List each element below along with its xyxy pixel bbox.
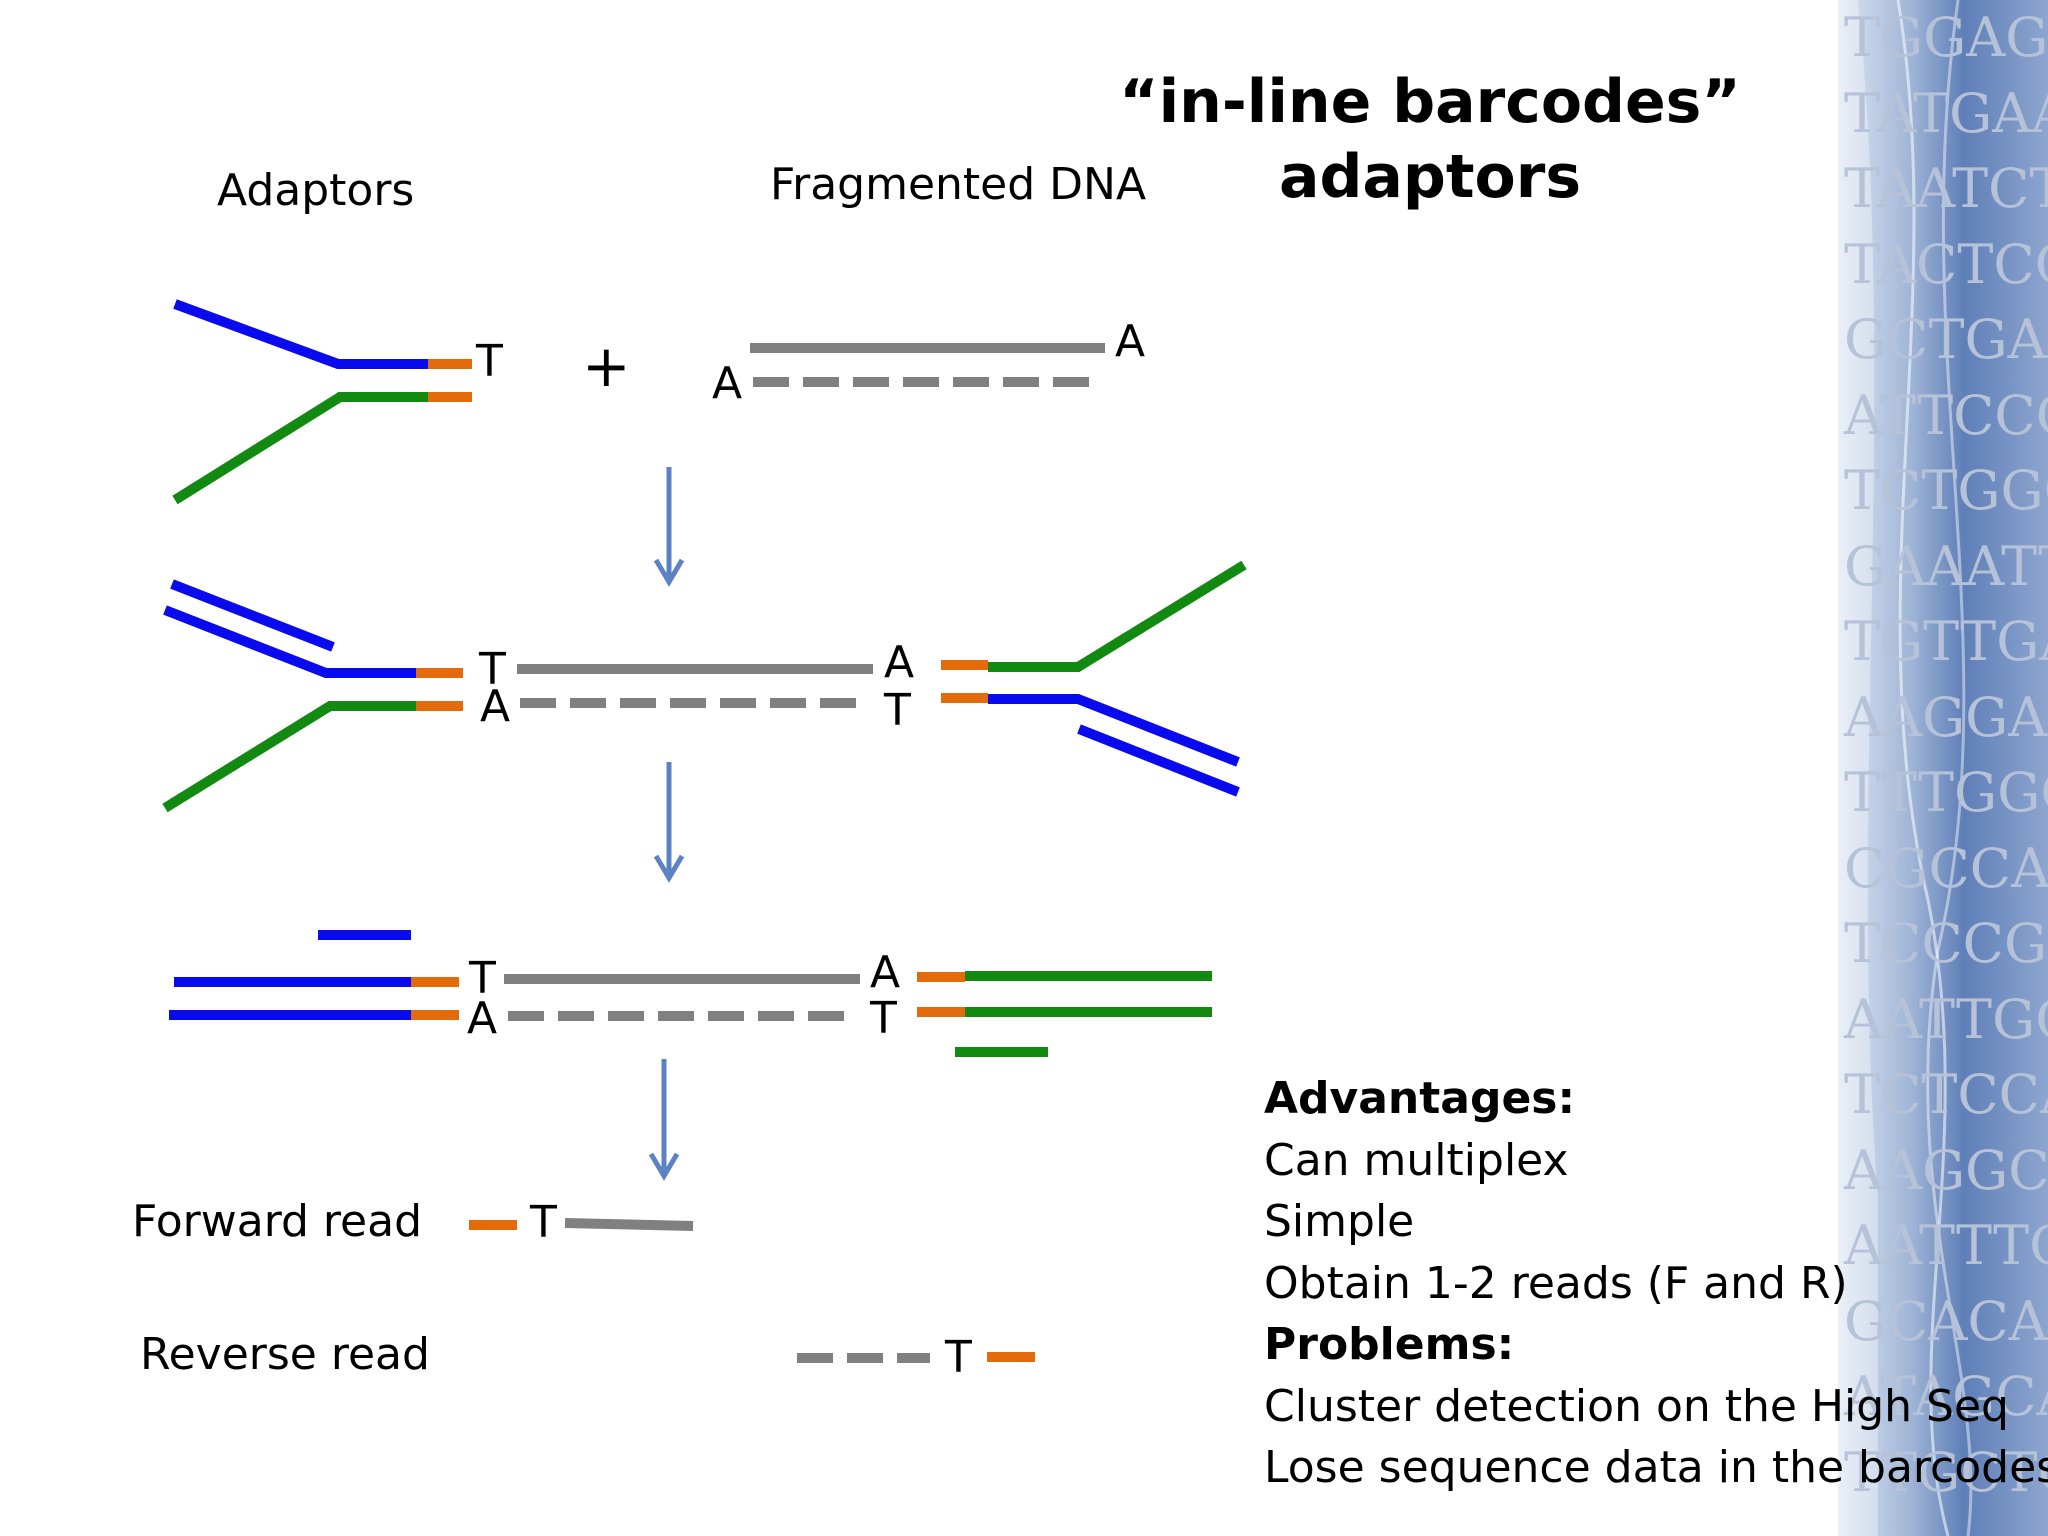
sequence-row: GAAATTA [1844, 534, 2048, 598]
stage1-fragment-a-top: A [1115, 316, 1146, 367]
advantage-item: Obtain 1-2 reads (F and R) [1264, 1257, 1848, 1309]
stage3-left-t: T [469, 953, 496, 1004]
sequence-row: AATTTGA [1844, 1214, 2048, 1277]
sequence-row: ATTCCCCT [1844, 383, 2048, 447]
stage2-left-a: A [480, 681, 511, 732]
stage1-fragment-a-bottom: A [712, 358, 743, 409]
sequence-row: AATTGCA [1844, 987, 2048, 1051]
reverse-read-label: Reverse read [140, 1329, 430, 1380]
sequence-row: AAGGAGA [1844, 685, 2048, 749]
dna-sequence-decoration: TGGAGAT TATGAAGC TAATCTG TACTCCT GCTGAAAG ATT… [1838, 0, 2048, 1536]
advantage-item: Simple [1264, 1196, 1415, 1247]
adaptors-label: Adaptors [217, 165, 415, 216]
sequence-row: TATGAAGC [1844, 81, 2048, 145]
advantages-heading: Advantages: [1264, 1073, 1576, 1124]
stage2-ligated [162, 560, 1247, 813]
stage1-fragment [750, 343, 1105, 387]
title-line-1: “in-line barcodes” [1119, 67, 1741, 137]
stage3-amplified [169, 930, 1212, 1057]
reverse-read-t: T [945, 1332, 972, 1383]
stage2-left-t: T [479, 644, 506, 695]
title-line-2: adaptors [1278, 142, 1582, 212]
problem-item: Cluster detection on the High Seq [1264, 1380, 2009, 1432]
sequence-row: TTGCTGA [1844, 1440, 2048, 1504]
reverse-read-strand [797, 1352, 1035, 1363]
sequence-row: TACTCCT [1844, 232, 2048, 296]
sequence-row: CGCCAGC [1844, 836, 2048, 900]
sequence-letters: TGGAGAT TATGAAGC TAATCTG TACTCCT GCTGAAAG ATT… [1844, 0, 2048, 1510]
sequence-row: AAGGCTG [1844, 1138, 2048, 1202]
forward-read-label: Forward read [132, 1196, 423, 1247]
stage2-right-a: A [884, 637, 915, 688]
sequence-row: GCTGAAAG [1844, 308, 2048, 371]
sequence-row: TAATCTG [1844, 157, 2048, 220]
sequence-row: TGGAGAT [1844, 6, 2048, 69]
ligation-diagram [162, 299, 1247, 1363]
arrow-down-1 [653, 467, 685, 587]
stage3-left-a: A [467, 993, 498, 1044]
fragmented-dna-label: Fragmented DNA [770, 159, 1147, 210]
stage1-adaptor-t-overhang: T [476, 336, 503, 387]
problem-item: Lose sequence data in the barcodes [1264, 1442, 2048, 1493]
sequence-row: ATAGCAA [1844, 1365, 2048, 1428]
stage3-right-t: T [870, 993, 897, 1044]
decoration-gradient [1838, 0, 2048, 1536]
stage2-right-t: T [884, 685, 911, 736]
notes-block: Advantages: Can multiplex Simple Obtain … [1264, 1068, 2048, 1499]
arrow-down-3 [648, 1059, 680, 1181]
arrow-down-2 [653, 762, 685, 883]
plus-sign: + [582, 332, 631, 400]
page-title: “in-line barcodes” adaptors [1080, 65, 1780, 215]
sequence-row: TTTGGGC [1844, 761, 2048, 824]
problems-heading: Problems: [1264, 1319, 1515, 1370]
stage1-adaptor [172, 299, 472, 505]
sequence-row: TCCCGCT [1844, 912, 2048, 975]
forward-read-t: T [530, 1197, 557, 1248]
forward-read-strand [469, 1218, 694, 1231]
stage3-right-a: A [870, 947, 901, 998]
advantage-item: Can multiplex [1264, 1134, 1569, 1186]
